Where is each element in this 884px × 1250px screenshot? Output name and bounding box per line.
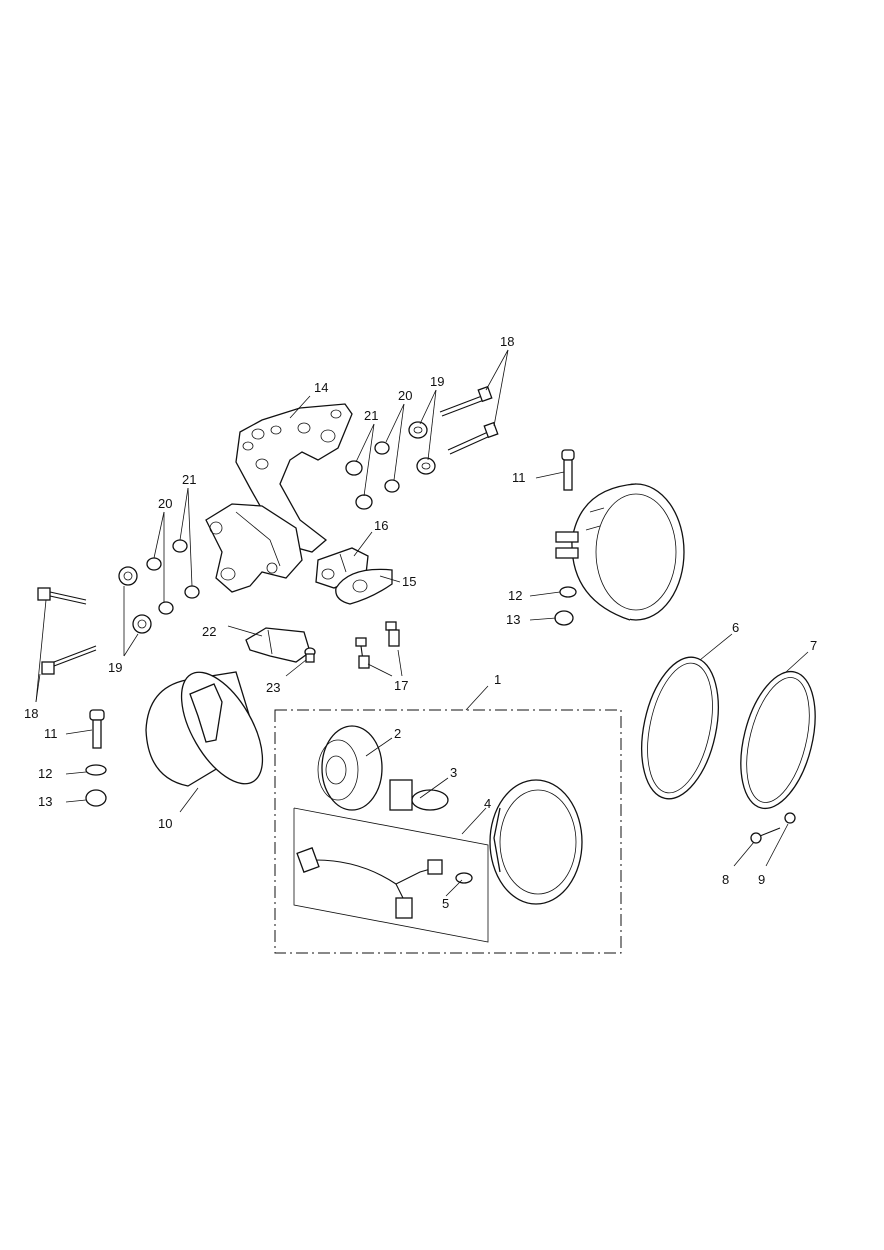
subkit-boundary bbox=[293, 807, 489, 943]
headlamp-bulb bbox=[389, 779, 449, 811]
headlight-shell-right bbox=[555, 483, 685, 621]
callout-12-right: 12 bbox=[508, 588, 522, 603]
nut-21-lower-left bbox=[184, 585, 200, 599]
bulb-cover bbox=[317, 725, 383, 811]
bush-19-lower-left bbox=[132, 614, 152, 634]
wiring-harness bbox=[296, 847, 443, 919]
kit-boundary bbox=[274, 709, 622, 954]
callout-12-left: 12 bbox=[38, 766, 52, 781]
washer-12-right bbox=[559, 586, 577, 598]
headlight-shell-left bbox=[145, 671, 264, 787]
callout-3: 3 bbox=[450, 765, 457, 780]
callout-13-right: 13 bbox=[506, 612, 520, 627]
bush-19-upper-left bbox=[118, 566, 138, 586]
lower-bracket bbox=[205, 503, 303, 593]
headlamp-unit bbox=[489, 779, 583, 905]
callout-8: 8 bbox=[722, 872, 729, 887]
bush-19-upper-right bbox=[408, 421, 428, 439]
callout-18-left: 18 bbox=[24, 706, 38, 721]
bolt-18-upper-right bbox=[439, 385, 493, 417]
callout-21-right: 21 bbox=[364, 408, 378, 423]
block-cover bbox=[335, 568, 393, 605]
screw-17a bbox=[355, 637, 370, 669]
callout-21-left: 21 bbox=[182, 472, 196, 487]
callout-11-left: 11 bbox=[44, 726, 58, 741]
bush-19-lower-right bbox=[416, 457, 436, 475]
nut-21-upper-left bbox=[172, 539, 188, 553]
callout-20-left: 20 bbox=[158, 496, 172, 511]
callout-9: 9 bbox=[758, 872, 765, 887]
washer-12-left bbox=[85, 764, 107, 776]
callout-7: 7 bbox=[810, 638, 817, 653]
callout-22: 22 bbox=[202, 624, 216, 639]
rim-ring-7 bbox=[740, 670, 816, 810]
nut-9 bbox=[784, 812, 796, 824]
callout-19-right: 19 bbox=[430, 374, 444, 389]
nut-21-upper-right bbox=[345, 460, 363, 476]
spacer-20-lower-left bbox=[158, 601, 174, 615]
callout-15: 15 bbox=[402, 574, 416, 589]
callout-6: 6 bbox=[732, 620, 739, 635]
callout-4: 4 bbox=[484, 796, 491, 811]
pilot-bulb bbox=[455, 872, 473, 884]
bolt-18-lower-right bbox=[447, 421, 499, 455]
spacer-20-upper-left bbox=[146, 557, 162, 571]
callout-19-left: 19 bbox=[108, 660, 122, 675]
nut-13-right bbox=[554, 610, 574, 626]
nut-13-left bbox=[85, 789, 107, 807]
callout-23: 23 bbox=[266, 680, 280, 695]
screw-17b bbox=[385, 621, 400, 647]
callout-13-left: 13 bbox=[38, 794, 52, 809]
shield bbox=[245, 627, 311, 663]
callout-10: 10 bbox=[158, 816, 172, 831]
screw-8 bbox=[750, 827, 781, 844]
callout-14: 14 bbox=[314, 380, 328, 395]
nut-21-lower-right bbox=[355, 494, 373, 510]
callout-16: 16 bbox=[374, 518, 388, 533]
callout-20-right: 20 bbox=[398, 388, 412, 403]
bolt-11-right bbox=[561, 449, 575, 491]
rim-ring-7-inner bbox=[746, 677, 810, 803]
rim-ring-6-inner bbox=[647, 662, 713, 794]
leader-lines bbox=[35, 349, 809, 897]
bolt-11-left bbox=[89, 709, 105, 749]
callout-5: 5 bbox=[442, 896, 449, 911]
callout-1: 1 bbox=[494, 672, 501, 687]
screw-23 bbox=[304, 647, 316, 663]
rim-ring-6 bbox=[641, 656, 719, 800]
bolt-18-lower-left bbox=[41, 645, 97, 675]
callout-2: 2 bbox=[394, 726, 401, 741]
callout-17: 17 bbox=[394, 678, 408, 693]
bolt-18-upper-left bbox=[37, 587, 87, 605]
spacer-20-upper-right bbox=[374, 441, 390, 455]
callout-18-right: 18 bbox=[500, 334, 514, 349]
callout-11-right: 11 bbox=[512, 470, 526, 485]
spacer-20-lower-right bbox=[384, 479, 400, 493]
